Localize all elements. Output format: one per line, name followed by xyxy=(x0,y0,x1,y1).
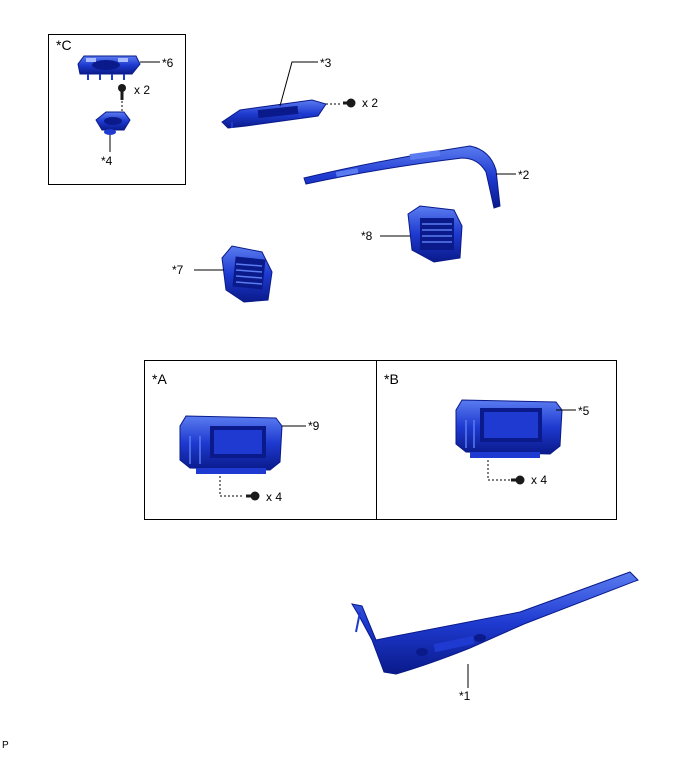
box-ab-frame xyxy=(144,360,617,520)
quantity-a-bolt: x 4 xyxy=(266,490,283,504)
box-c-label: *C xyxy=(56,37,72,53)
callout-8: *8 xyxy=(361,229,373,243)
part-6-bezel xyxy=(77,55,141,80)
part-2-trim xyxy=(303,145,501,209)
callout-2: *2 xyxy=(518,168,530,182)
page-code: P xyxy=(2,740,9,751)
bolt-b xyxy=(511,475,525,485)
box-a-label: *A xyxy=(152,371,167,387)
callout-3: *3 xyxy=(320,56,332,70)
part-7-vent xyxy=(221,245,273,303)
callout-9: *9 xyxy=(308,419,320,433)
callout-5: *5 xyxy=(578,404,590,418)
part-8-vent xyxy=(407,205,463,263)
part-5-display xyxy=(455,399,563,458)
callout-1: *1 xyxy=(459,689,471,703)
callout-4: *4 xyxy=(101,154,113,168)
bolt-a xyxy=(246,491,260,501)
quantity-c-bolt: x 2 xyxy=(134,83,151,97)
bolt-b-dashed xyxy=(487,460,510,481)
box-b-label: *B xyxy=(384,371,399,387)
part-4-switch xyxy=(95,111,131,135)
bolt-3 xyxy=(343,98,356,108)
part-9-display xyxy=(179,415,283,474)
callout-6: *6 xyxy=(162,56,174,70)
part-1-lower-trim xyxy=(350,571,639,675)
part-3-bracket xyxy=(221,99,327,129)
quantity-3-bolt: x 2 xyxy=(362,96,379,110)
bolt-a-dashed xyxy=(219,476,244,497)
callout-line-3 xyxy=(279,61,318,107)
quantity-b-bolt: x 4 xyxy=(531,473,548,487)
callout-7: *7 xyxy=(172,263,184,277)
box-c-frame xyxy=(48,34,186,185)
bolt-c xyxy=(118,84,126,100)
